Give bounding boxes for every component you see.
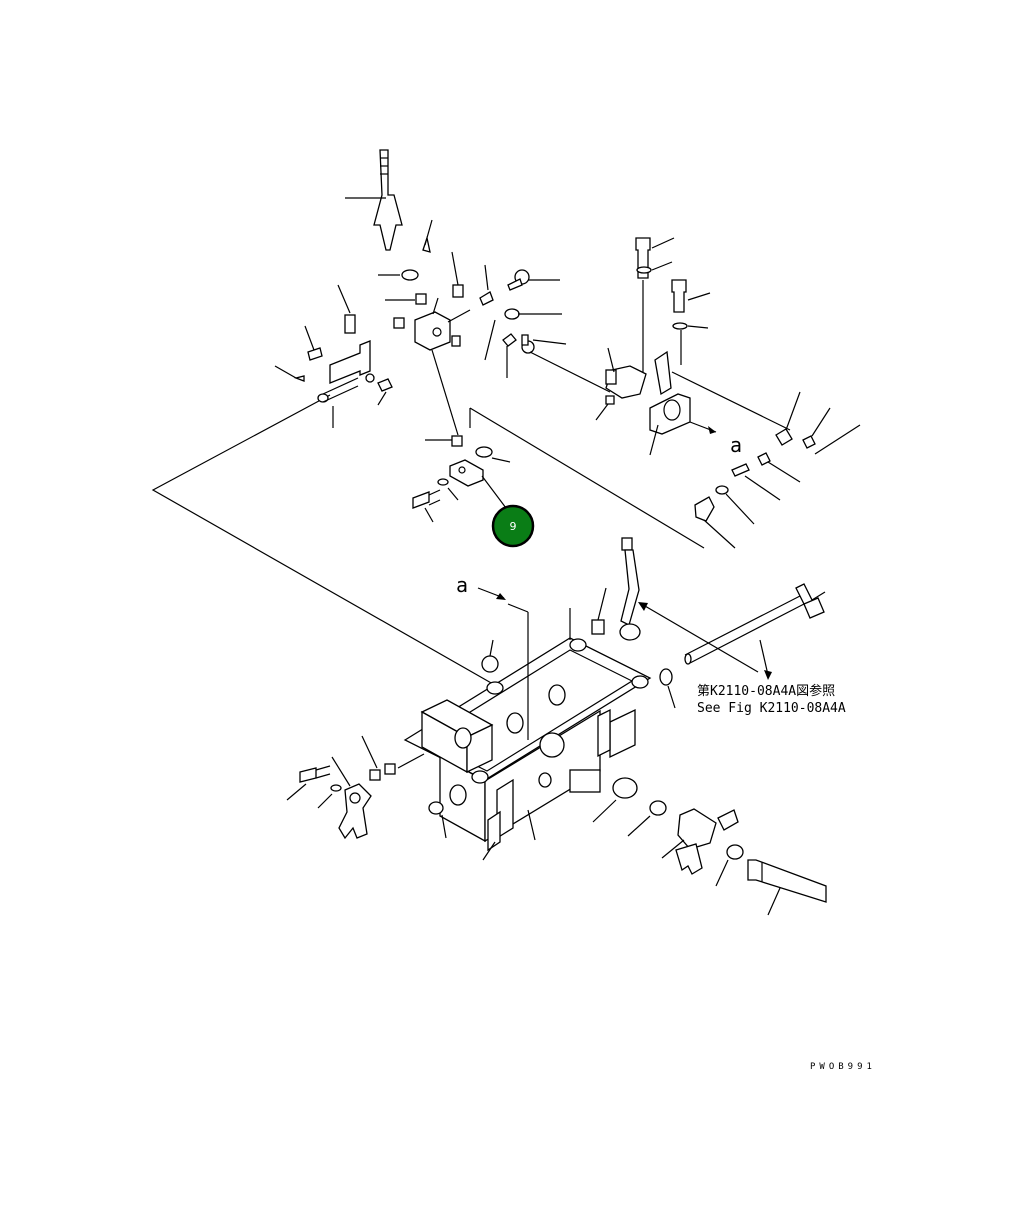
reference-line-en: See Fig K2110-08A4A (697, 701, 846, 716)
group-outline (151, 394, 705, 689)
main-housing (403, 608, 652, 861)
view-letter-bottom: a (456, 573, 468, 597)
left-lower-linkage (286, 735, 425, 840)
reference-line-jp: 第K2110-08A4A図参照 (697, 683, 835, 699)
right-rod-end (694, 391, 861, 549)
lower-bracket (412, 435, 511, 523)
washer-parts (378, 251, 494, 306)
curved-lever (591, 537, 759, 673)
long-shaft (659, 583, 826, 709)
lever-shaft (345, 149, 433, 253)
reference-note: 第K2110-08A4A図参照 See Fig K2110-08A4A (697, 683, 846, 716)
part-number-marker[interactable]: 9 (491, 504, 535, 548)
lever-block (393, 297, 471, 436)
part-number-label: 9 (510, 520, 517, 533)
fork-assembly-left (274, 284, 393, 428)
right-bolts (635, 237, 711, 372)
bottom-right-parts (592, 777, 827, 916)
view-arrow-top: a (730, 433, 742, 457)
view-letter-top: a (730, 433, 742, 457)
view-arrow-bottom: a (456, 573, 529, 613)
drawing-code: PWOB991 (810, 1062, 876, 1072)
housing-bushings (428, 639, 499, 839)
right-arm (595, 347, 791, 456)
ball-joint-links (484, 269, 611, 393)
